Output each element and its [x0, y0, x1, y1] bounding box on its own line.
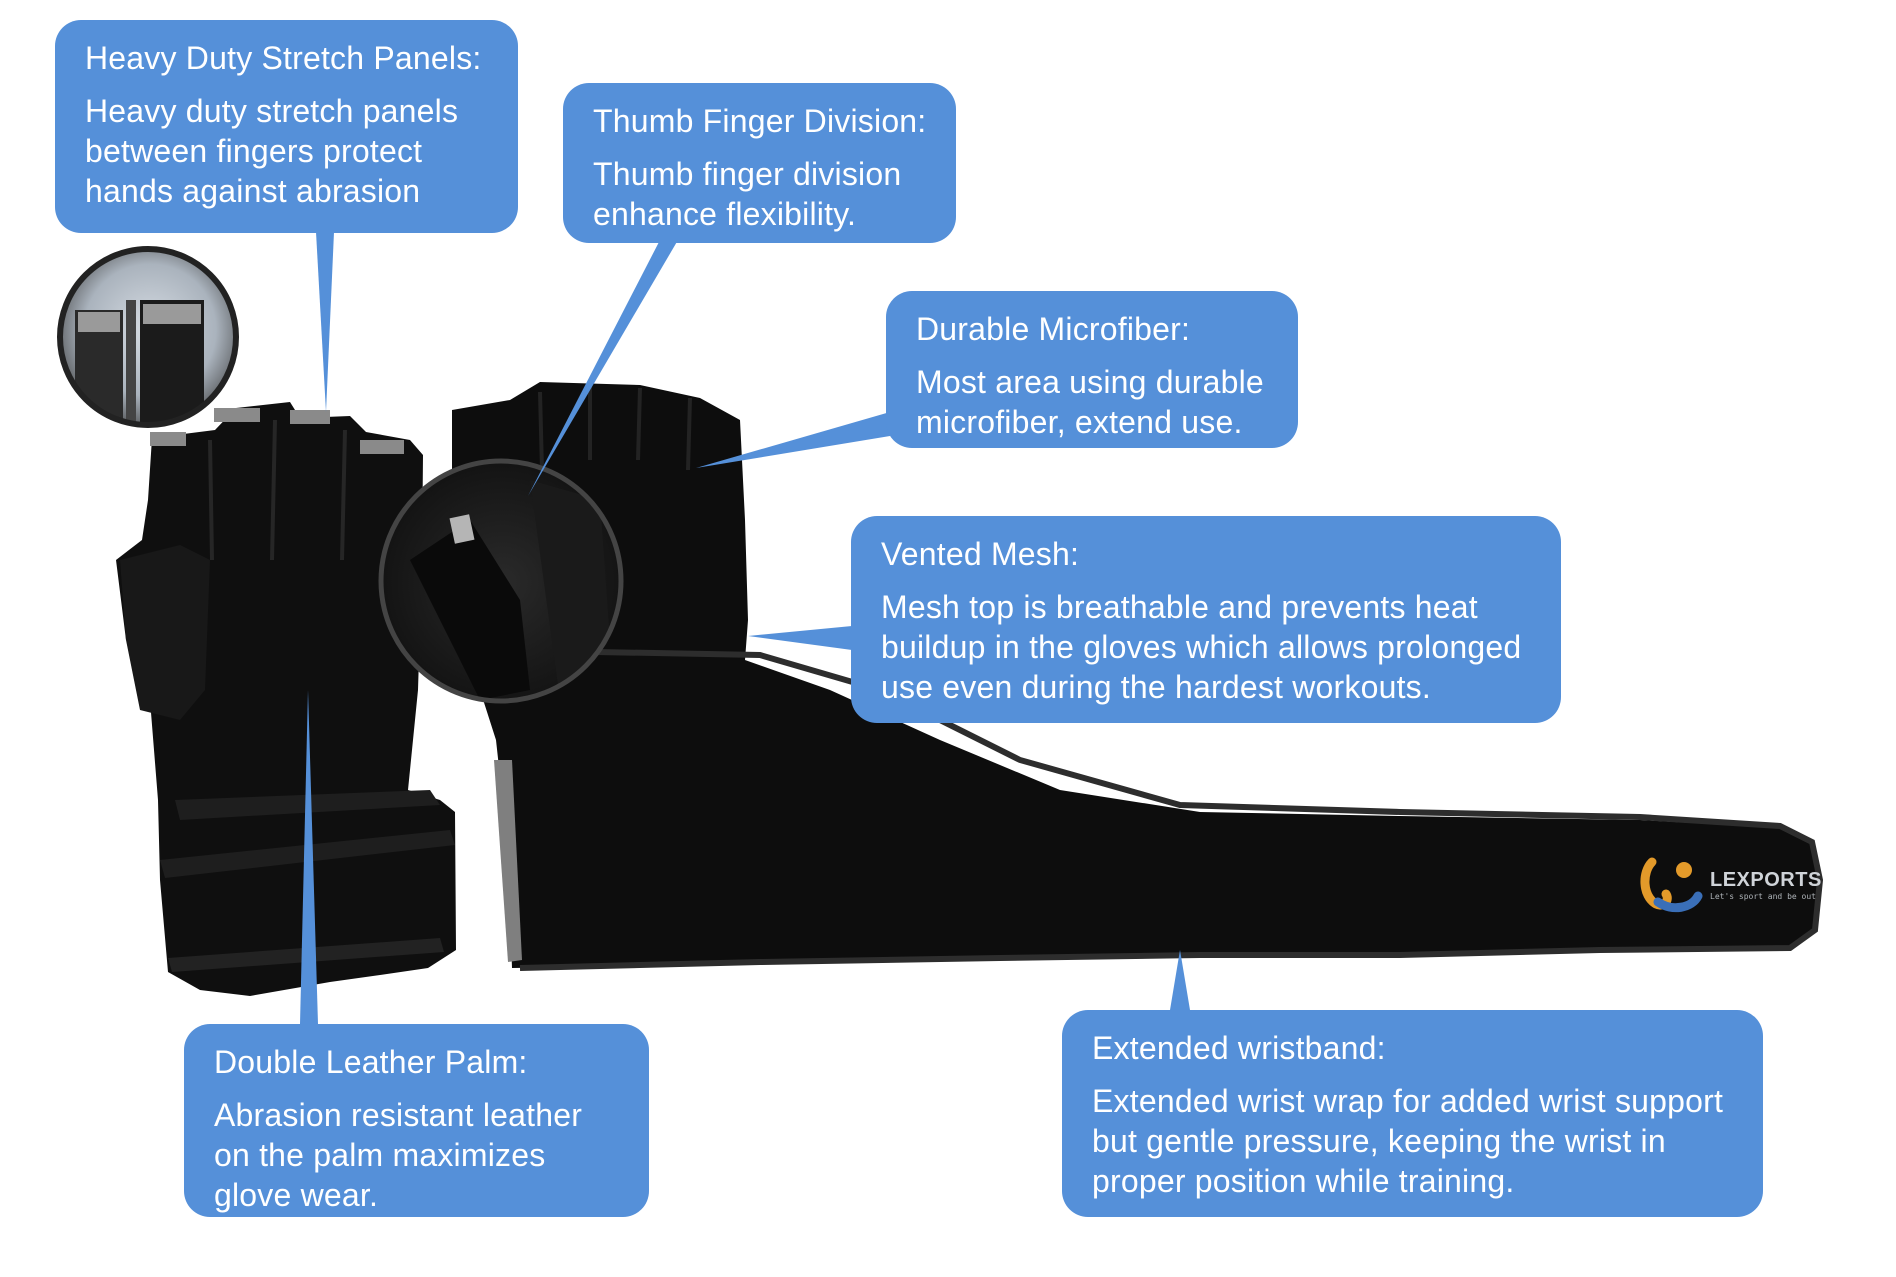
callout-body: Thumb finger division enhance flexibilit… — [593, 155, 902, 232]
callout-title: Extended wristband: — [1092, 1030, 1386, 1066]
callout-durable-microfiber: Durable Microfiber: Most area using dura… — [886, 291, 1298, 448]
callout-body: Heavy duty stretch panels between finger… — [85, 92, 459, 209]
callout-thumb-division: Thumb Finger Division: Thumb finger divi… — [563, 83, 956, 243]
left-glove — [116, 402, 456, 996]
callout-title: Double Leather Palm: — [214, 1044, 528, 1080]
callout-body: Extended wrist wrap for added wrist supp… — [1092, 1082, 1724, 1199]
brand-logo-icon — [1638, 852, 1704, 918]
callout-extended-wristband: Extended wristband: Extended wrist wrap … — [1062, 1010, 1763, 1217]
callout-body: Most area using durable microfiber, exte… — [916, 363, 1264, 440]
callout-vented-mesh: Vented Mesh: Mesh top is breathable and … — [851, 516, 1561, 723]
zoom-stretch-panels — [57, 246, 239, 428]
brand-tagline: Let's sport and be out — [1710, 892, 1816, 901]
right-glove — [452, 382, 1824, 971]
callout-body: Abrasion resistant leather on the palm m… — [214, 1096, 583, 1213]
callout-body: Mesh top is breathable and prevents heat… — [881, 588, 1522, 705]
callout-title: Heavy Duty Stretch Panels: — [85, 40, 482, 76]
brand-name: LEXPORTS — [1710, 869, 1822, 891]
brand-patch: LEXPORTS Let's sport and be out — [1638, 848, 1821, 922]
callout-title: Thumb Finger Division: — [593, 103, 927, 139]
callout-title: Durable Microfiber: — [916, 311, 1191, 347]
callout-double-leather-palm: Double Leather Palm: Abrasion resistant … — [184, 1024, 649, 1217]
zoom-thumb-division — [378, 458, 624, 704]
callout-title: Vented Mesh: — [881, 536, 1080, 572]
callout-stretch-panels: Heavy Duty Stretch Panels: Heavy duty st… — [55, 20, 518, 233]
pointer-lines — [300, 232, 1190, 1024]
